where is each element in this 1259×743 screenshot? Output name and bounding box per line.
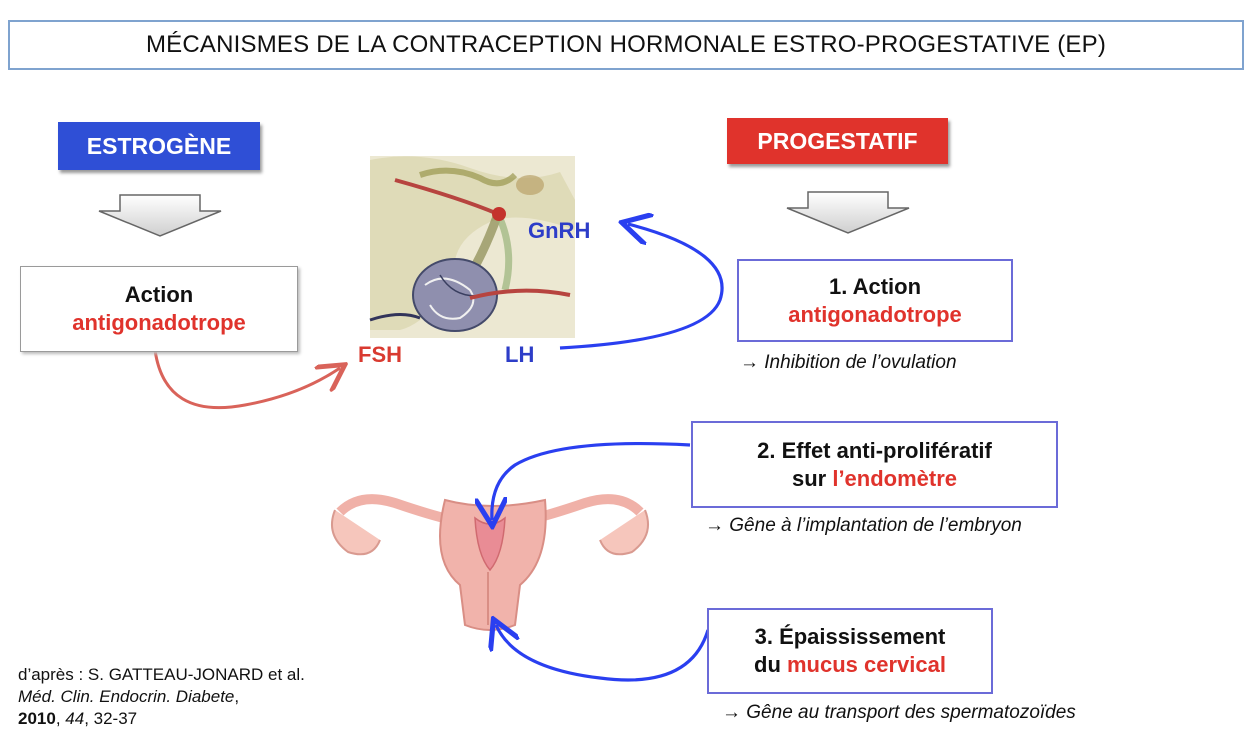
- fsh-label: FSH: [358, 342, 402, 367]
- estrogen-action-line2: antigonadotrope: [72, 310, 246, 335]
- progestin-effect-2-box: 2. Effet anti-prolifératif sur l’endomèt…: [691, 421, 1058, 508]
- progestin-effect-2-line1: 2. Effet anti-prolifératif: [757, 437, 992, 463]
- estrogen-tag: ESTROGÈNE: [58, 122, 260, 170]
- gnrh-label: GnRH: [528, 218, 591, 243]
- progestin-down-arrow: [786, 191, 910, 234]
- progestin-effect-1-line2: antigonadotrope: [788, 301, 962, 327]
- diagram-title: MÉCANISMES DE LA CONTRACEPTION HORMONALE…: [8, 20, 1244, 70]
- progestin-effect-3-line2-highlight: mucus cervical: [787, 652, 946, 677]
- progestin-effect-3-note: → Gêne au transport des spermatozoïdes: [722, 702, 1076, 723]
- progestin-effect-1-line1: 1. Action: [828, 273, 922, 299]
- estrogen-action-line1: Action: [124, 282, 194, 307]
- estrogen-to-fsh-arrow: [153, 349, 340, 410]
- progestin-effect-2-line2-highlight: l’endomètre: [832, 465, 958, 491]
- pituitary-loop-arrow: [559, 224, 724, 350]
- progestin-effect-3-box: 3. Épaississement du mucus cervical: [707, 608, 993, 694]
- reference-pages: , 32-37: [84, 709, 138, 728]
- endometrium-effect-arrow: [492, 441, 691, 520]
- progestin-tag-label: PROGESTATIF: [757, 127, 918, 154]
- progestin-effect-2-note: → Gêne à l’implantation de l’embryon: [705, 515, 1022, 536]
- hypothalamus-pituitary-illustration: [369, 156, 575, 338]
- reference-year: 2010: [18, 709, 56, 728]
- progestin-effect-1-note: → Inhibition de l’ovulation: [740, 352, 957, 373]
- reference-line-2: Méd. Clin. Endocrin. Diabete,: [18, 686, 305, 708]
- estrogen-tag-label: ESTROGÈNE: [86, 132, 232, 159]
- diagram-title-text: MÉCANISMES DE LA CONTRACEPTION HORMONALE…: [145, 31, 1107, 58]
- estrogen-down-arrow: [98, 194, 222, 237]
- reference-line-3: 2010, 44, 32-37: [18, 709, 138, 728]
- reference-citation: d’après : S. GATTEAU-JONARD et al. Méd. …: [18, 664, 305, 730]
- progestin-effect-2-line2-prefix: sur: [791, 465, 833, 491]
- reference-journal-suffix: ,: [234, 687, 240, 706]
- reference-line-1: d’après : S. GATTEAU-JONARD et al.: [18, 665, 305, 684]
- progestin-tag: PROGESTATIF: [727, 118, 948, 164]
- progestin-effect-3-line1: 3. Épaississement: [754, 624, 946, 649]
- reference-journal: Méd. Clin. Endocrin. Diabete: [18, 687, 235, 706]
- estrogen-action-box: Action antigonadotrope: [20, 266, 298, 352]
- progestin-effect-3-line2-prefix: du: [754, 652, 787, 677]
- progestin-effect-2-line2: sur l’endomètre: [792, 465, 957, 493]
- reference-volume: 44: [65, 709, 85, 728]
- progestin-effect-1-box: 1. Action antigonadotrope: [737, 259, 1013, 342]
- progestin-effect-3-line2: du mucus cervical: [754, 651, 946, 679]
- uterus-illustration: [331, 494, 649, 631]
- lh-label: LH: [505, 342, 535, 367]
- cervical-mucus-effect-arrow: [496, 625, 710, 682]
